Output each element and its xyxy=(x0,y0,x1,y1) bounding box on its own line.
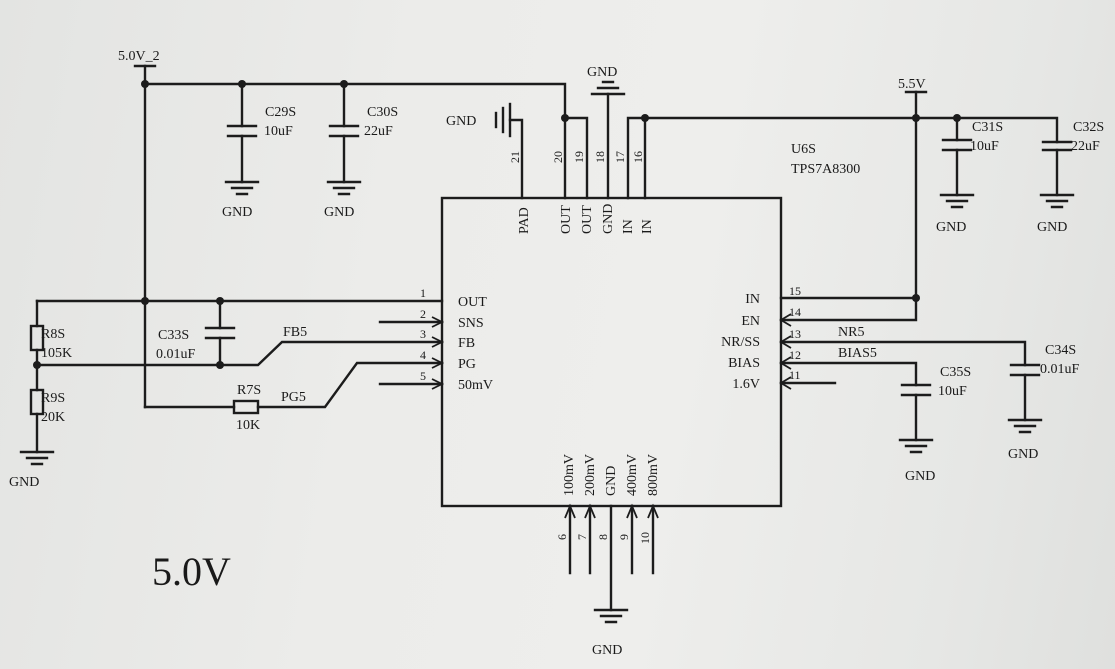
c33-ref: C33S xyxy=(158,328,189,343)
gnd-label-c30: GND xyxy=(324,205,354,220)
gnd-label-c35: GND xyxy=(905,469,935,484)
pin-num-1: 1 xyxy=(420,286,426,300)
pin-name-en: EN xyxy=(741,314,760,329)
pin-name-sns: SNS xyxy=(458,316,484,331)
r8-val: 105K xyxy=(41,346,72,361)
gnd-label-c32: GND xyxy=(1037,220,1067,235)
capacitor-symbols xyxy=(204,124,1073,397)
pin-name-200mv: 200mV xyxy=(583,454,598,496)
net-pg-label: PG5 xyxy=(281,390,306,405)
pin-name-1v6: 1.6V xyxy=(732,377,760,392)
pin-num-4: 4 xyxy=(420,348,426,362)
gnd-label-top: GND xyxy=(587,65,617,80)
ic-ref: U6S xyxy=(791,142,816,157)
gnd-label-r9: GND xyxy=(9,475,39,490)
c30-ref: C30S xyxy=(367,105,398,120)
pin-num-13: 13 xyxy=(789,327,801,341)
pin-num-17: 17 xyxy=(613,151,627,163)
pin-num-7: 7 xyxy=(575,534,589,540)
c33-val: 0.01uF xyxy=(156,347,196,362)
r9-val: 20K xyxy=(41,410,65,425)
pin-name-400mv: 400mV xyxy=(625,454,640,496)
power-flags xyxy=(133,64,928,94)
pin-name-fb: FB xyxy=(458,336,475,351)
pin-name-out-20: OUT xyxy=(559,205,574,234)
pin-num-6: 6 xyxy=(555,534,569,540)
pin-name-out: OUT xyxy=(458,295,487,310)
pin-num-19: 19 xyxy=(572,151,586,163)
pin-num-20: 20 xyxy=(551,151,565,163)
c30-val: 22uF xyxy=(364,124,393,139)
gnd-symbols xyxy=(19,80,1075,624)
pin-name-100mv: 100mV xyxy=(562,454,577,496)
c34-ref: C34S xyxy=(1045,343,1076,358)
pin-num-15: 15 xyxy=(789,284,801,298)
pin-num-12: 12 xyxy=(789,348,801,362)
pin-num-9: 9 xyxy=(617,534,631,540)
pin-name-50mv: 50mV xyxy=(458,378,493,393)
pin-num-14: 14 xyxy=(789,305,801,319)
c35-val: 10uF xyxy=(938,384,967,399)
pin-num-11: 11 xyxy=(789,368,801,382)
ic-part: TPS7A8300 xyxy=(791,162,860,177)
pin-name-in: IN xyxy=(745,292,760,307)
c29-ref: C29S xyxy=(265,105,296,120)
wires xyxy=(35,64,1059,612)
pin-num-10: 10 xyxy=(638,532,652,544)
pin-num-8: 8 xyxy=(596,534,610,540)
c34-val: 0.01uF xyxy=(1040,362,1080,377)
pin-name-bias: BIAS xyxy=(728,356,760,371)
pin-name-pg: PG xyxy=(458,357,476,372)
pin-num-3: 3 xyxy=(420,327,426,341)
pin-name-gnd-18: GND xyxy=(601,204,616,234)
r8-ref: R8S xyxy=(41,327,65,342)
c32-ref: C32S xyxy=(1073,120,1104,135)
pin-name-nrss: NR/SS xyxy=(721,335,760,350)
voltage-title: 5.0V xyxy=(152,549,231,594)
net-fb-label: FB5 xyxy=(283,325,307,340)
pin-name-in-16: IN xyxy=(640,219,655,234)
pin-num-18: 18 xyxy=(593,151,607,163)
net-nr-label: NR5 xyxy=(838,325,864,340)
pin-name-gnd-8: GND xyxy=(604,466,619,496)
gnd-label-pad: GND xyxy=(446,114,476,129)
r9-ref: R9S xyxy=(41,391,65,406)
gnd-label-c34: GND xyxy=(1008,447,1038,462)
pin-num-5: 5 xyxy=(420,369,426,383)
ic-body xyxy=(440,196,783,508)
r7-ref: R7S xyxy=(237,383,261,398)
pin-num-2: 2 xyxy=(420,307,426,321)
resistor-symbols xyxy=(29,324,260,416)
net-bias-label: BIAS5 xyxy=(838,346,877,361)
c29-val: 10uF xyxy=(264,124,293,139)
rail-5v5-label: 5.5V xyxy=(898,77,926,92)
gnd-label-c31: GND xyxy=(936,220,966,235)
pin-name-pad: PAD xyxy=(517,207,532,234)
r7-val: 10K xyxy=(236,418,260,433)
pin-num-16: 16 xyxy=(631,151,645,163)
c31-val: 10uF xyxy=(970,139,999,154)
pin-name-in-17: IN xyxy=(621,219,636,234)
pin-num-21: 21 xyxy=(508,151,522,163)
junction-dots xyxy=(33,80,961,369)
pin-name-800mv: 800mV xyxy=(646,454,661,496)
pin-name-out-19: OUT xyxy=(580,205,595,234)
gnd-label-c29: GND xyxy=(222,205,252,220)
gnd-label-bottom: GND xyxy=(592,643,622,658)
c31-ref: C31S xyxy=(972,120,1003,135)
c35-ref: C35S xyxy=(940,365,971,380)
rail-5v0-label: 5.0V_2 xyxy=(118,49,160,64)
c32-val: 22uF xyxy=(1071,139,1100,154)
